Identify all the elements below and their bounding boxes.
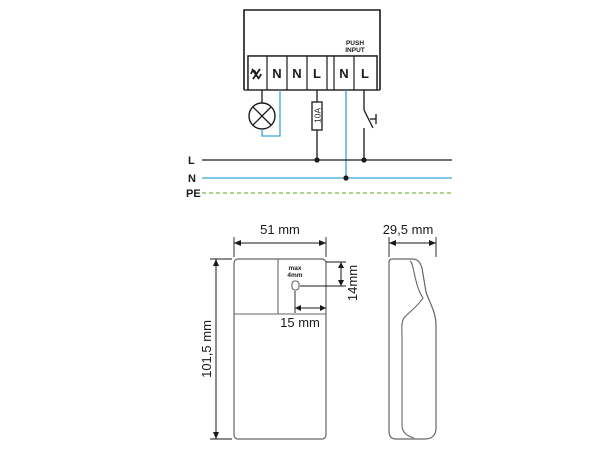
fuse: 10A xyxy=(311,90,323,160)
lamp-icon xyxy=(248,90,276,130)
push-switch-icon xyxy=(363,90,377,160)
dimension-slot-horizontal: 15 mm xyxy=(280,291,326,330)
terminal-block: N N L N L xyxy=(247,55,378,91)
slot-vertical-offset-label: 14mm xyxy=(345,265,360,301)
bus-label-PE: PE xyxy=(186,188,201,200)
device-front-view: max 4mm xyxy=(233,258,327,440)
width-dimension-label: 51 mm xyxy=(260,222,300,237)
bus-label-L: L xyxy=(188,155,195,167)
junction-dot-push-N xyxy=(343,175,349,181)
junction-dot-fuse-L xyxy=(314,157,320,163)
terminal-label-4: N xyxy=(339,66,348,81)
wire-max-label-line1: max xyxy=(288,265,301,272)
output-wave-icon xyxy=(250,68,262,80)
terminal-label-1: N xyxy=(272,66,281,81)
slot-horizontal-offset-label: 15 mm xyxy=(280,315,320,330)
terminal-label-2: N xyxy=(292,66,301,81)
dimension-width: 51 mm xyxy=(233,222,327,257)
push-input-label-line2: INPUT xyxy=(345,47,365,54)
junction-dot-switch-L xyxy=(361,157,367,163)
bus-label-N: N xyxy=(188,173,196,185)
height-dimension-label: 101,5 mm xyxy=(199,320,214,378)
terminal-label-5: L xyxy=(361,66,369,81)
wire-max-label-line2: 4mm xyxy=(287,272,302,279)
terminal-label-3: L xyxy=(313,66,321,81)
device-side-view xyxy=(388,258,437,440)
dimension-slot-vertical: 14mm xyxy=(300,261,360,301)
lamp-neutral-wire xyxy=(261,90,281,137)
wire-slot xyxy=(291,280,300,291)
fuse-rating-label: 10A xyxy=(313,108,323,123)
dimension-depth: 29,5 mm xyxy=(383,222,437,257)
push-input-label-line1: PUSH xyxy=(346,40,364,47)
depth-dimension-label: 29,5 mm xyxy=(383,222,434,237)
dimension-height: 101,5 mm xyxy=(199,258,232,440)
